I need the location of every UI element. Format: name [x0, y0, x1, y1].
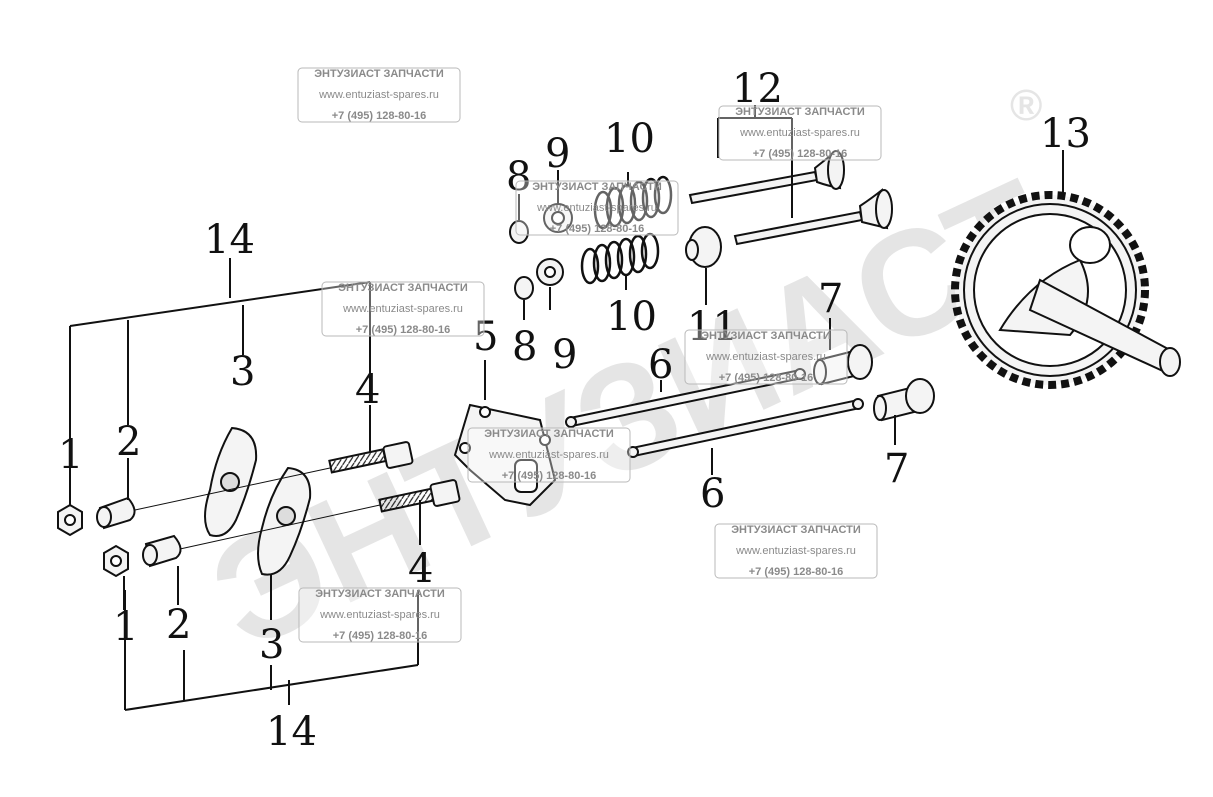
- svg-text:www.entuziast-spares.ru: www.entuziast-spares.ru: [342, 303, 463, 315]
- svg-text:www.entuziast-spares.ru: www.entuziast-spares.ru: [488, 449, 609, 461]
- part-12-valve-upper: [688, 150, 845, 205]
- svg-text:+7 (495) 128-80-16: +7 (495) 128-80-16: [550, 223, 644, 235]
- svg-text:+7 (495) 128-80-16: +7 (495) 128-80-16: [333, 630, 427, 642]
- watermark-box: ЭНТУЗИАСТ ЗАПЧАСТИ www.entuziast-spares.…: [714, 523, 878, 579]
- callout-2-upper: 2: [116, 419, 141, 465]
- callout-10-upper: 10: [604, 116, 655, 162]
- bracket-14-upper: [69, 258, 371, 440]
- svg-text:www.entuziast-spares.ru: www.entuziast-spares.ru: [536, 202, 657, 214]
- callout-3-upper: 3: [230, 349, 255, 395]
- callout-11: 11: [687, 304, 738, 350]
- part-9-spring-retainer-lower: [536, 258, 564, 286]
- part-5-guide-plate: [453, 403, 557, 507]
- part-3-rocker-arm-lower: [257, 466, 312, 576]
- svg-text:+7 (495) 128-80-16: +7 (495) 128-80-16: [502, 470, 596, 482]
- svg-text:+7 (495) 128-80-16: +7 (495) 128-80-16: [332, 110, 426, 122]
- svg-text:www.entuziast-spares.ru: www.entuziast-spares.ru: [319, 609, 440, 621]
- callout-1-upper: 1: [58, 432, 83, 478]
- callout-6-lower: 6: [700, 471, 725, 517]
- watermark-box: ЭНТУЗИАСТ ЗАПЧАСТИ www.entuziast-spares.…: [515, 180, 679, 236]
- callout-labels: 1 1 2 2 3 3 4 4 5 6 6 7 7 8 8 9 9 10 10 …: [58, 66, 1091, 755]
- svg-text:+7 (495) 128-80-16: +7 (495) 128-80-16: [749, 566, 843, 578]
- part-1-nut-lower: [103, 544, 129, 578]
- svg-text:+7 (495) 128-80-16: +7 (495) 128-80-16: [753, 148, 847, 160]
- part-12-valve-lower: [733, 188, 893, 246]
- callout-9-lower: 9: [552, 332, 577, 378]
- callout-3-lower: 3: [259, 622, 284, 668]
- part-3-rocker-arm-upper: [204, 426, 258, 537]
- svg-text:www.entuziast-spares.ru: www.entuziast-spares.ru: [705, 351, 826, 363]
- watermark-box: ЭНТУЗИАСТ ЗАПЧАСТИ www.entuziast-spares.…: [298, 587, 462, 643]
- svg-text:ЭНТУЗИАСТ ЗАПЧАСТИ: ЭНТУЗИАСТ ЗАПЧАСТИ: [315, 588, 445, 600]
- part-10-valve-spring-upper: [593, 175, 673, 230]
- svg-text:www.entuziast-spares.ru: www.entuziast-spares.ru: [735, 545, 856, 557]
- callout-6-upper: 6: [648, 342, 673, 388]
- part-8-valve-cap-upper: [509, 220, 529, 244]
- callout-1-lower: 1: [113, 604, 138, 650]
- part-11-valve-stem-seal: [685, 226, 722, 268]
- callout-10-lower: 10: [606, 294, 657, 340]
- callout-9-upper: 9: [545, 131, 570, 177]
- callout-4-lower: 4: [408, 546, 433, 592]
- part-8-valve-cap-lower: [514, 276, 534, 300]
- part-2-sleeve-lower: [142, 534, 182, 568]
- watermark-box: ЭНТУЗИАСТ ЗАПЧАСТИ www.entuziast-spares.…: [297, 67, 461, 123]
- callout-5: 5: [473, 314, 498, 360]
- callout-8-lower: 8: [512, 324, 537, 370]
- watermark-box: ЭНТУЗИАСТ ЗАПЧАСТИ www.entuziast-spares.…: [321, 281, 485, 337]
- svg-text:ЭНТУЗИАСТ ЗАПЧАСТИ: ЭНТУЗИАСТ ЗАПЧАСТИ: [484, 428, 614, 440]
- part-4-stud-upper: [328, 441, 414, 474]
- callout-14-lower: 14: [266, 709, 317, 755]
- part-7-tappet-upper: [813, 344, 873, 386]
- part-13-camshaft-gear: [951, 191, 1181, 389]
- callout-8-upper: 8: [506, 154, 531, 200]
- svg-text:www.entuziast-spares.ru: www.entuziast-spares.ru: [318, 89, 439, 101]
- part-2-sleeve-upper: [96, 496, 136, 530]
- dashed-guide-lines: [134, 467, 381, 550]
- callout-13: 13: [1040, 111, 1091, 157]
- svg-text:ЭНТУЗИАСТ ЗАПЧАСТИ: ЭНТУЗИАСТ ЗАПЧАСТИ: [532, 181, 662, 193]
- bracket-12: [717, 105, 793, 218]
- svg-text:ЭНТУЗИАСТ ЗАПЧАСТИ: ЭНТУЗИАСТ ЗАПЧАСТИ: [735, 106, 865, 118]
- registered-mark: ®: [1010, 81, 1042, 130]
- svg-text:www.entuziast-spares.ru: www.entuziast-spares.ru: [739, 127, 860, 139]
- callout-2-lower: 2: [166, 602, 191, 648]
- part-1-nut-upper: [57, 503, 83, 537]
- part-10-valve-spring-lower: [580, 232, 660, 285]
- callout-7-lower: 7: [884, 446, 909, 492]
- svg-text:ЭНТУЗИАСТ ЗАПЧАСТИ: ЭНТУЗИАСТ ЗАПЧАСТИ: [701, 330, 831, 342]
- callout-12: 12: [732, 66, 783, 112]
- part-7-tappet-lower: [873, 378, 935, 422]
- svg-text:ЭНТУЗИАСТ ЗАПЧАСТИ: ЭНТУЗИАСТ ЗАПЧАСТИ: [731, 524, 861, 536]
- svg-text:ЭНТУЗИАСТ ЗАПЧАСТИ: ЭНТУЗИАСТ ЗАПЧАСТИ: [314, 68, 444, 80]
- part-4-stud-lower: [378, 479, 461, 513]
- watermark-box: ЭНТУЗИАСТ ЗАПЧАСТИ www.entuziast-spares.…: [684, 329, 848, 385]
- watermark-box: ЭНТУЗИАСТ ЗАПЧАСТИ www.entuziast-spares.…: [718, 105, 882, 161]
- svg-text:+7 (495) 128-80-16: +7 (495) 128-80-16: [356, 324, 450, 336]
- leader-lines: [69, 150, 1064, 620]
- watermark-box: ЭНТУЗИАСТ ЗАПЧАСТИ www.entuziast-spares.…: [467, 427, 631, 483]
- svg-text:+7 (495) 128-80-16: +7 (495) 128-80-16: [719, 372, 813, 384]
- callout-7-upper: 7: [818, 276, 843, 322]
- part-6-push-rod-lower: [627, 398, 864, 458]
- callout-4-upper: 4: [355, 367, 380, 413]
- svg-text:ЭНТУЗИАСТ ЗАПЧАСТИ: ЭНТУЗИАСТ ЗАПЧАСТИ: [338, 282, 468, 294]
- callout-14-upper: 14: [204, 217, 255, 263]
